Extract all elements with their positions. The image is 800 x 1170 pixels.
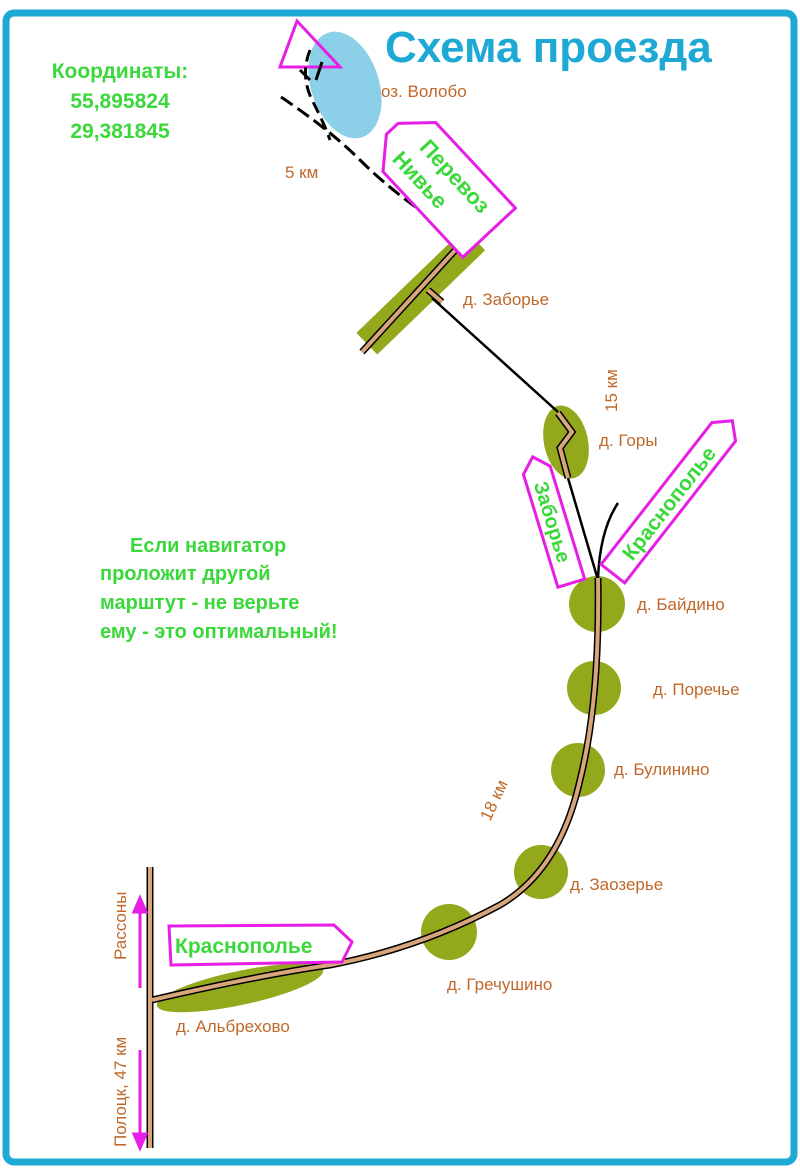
lake-volobo (308, 31, 382, 139)
note-line: проложит другой (100, 563, 271, 585)
sign-krasnopolye-lower: Краснополье (167, 923, 354, 967)
note-line: Если навигатор (130, 535, 286, 557)
label-grechushino: д. Гречушино (447, 975, 552, 994)
longitude: 29,381845 (70, 120, 170, 143)
direction-north: Рассоны (111, 892, 130, 960)
track-fork (298, 61, 324, 82)
arrow-up-icon (131, 894, 149, 914)
coordinates-label: Координаты: (52, 60, 189, 83)
main-roads (146, 207, 602, 1148)
map-frame (2, 9, 798, 1166)
distance-ferry: 5 км (285, 163, 318, 182)
label-porechye: д. Поречье (653, 680, 740, 699)
note-line: ему - это оптимальный! (100, 621, 338, 643)
label-bulinino: д. Булинино (614, 760, 709, 779)
navigator-note: Если навигатор проложит другой марштут -… (100, 535, 338, 643)
label-zaozerye: д. Заозерье (570, 875, 663, 894)
note-line: марштут - не верьте (100, 592, 299, 614)
direction-south: Полоцк, 47 км (111, 1037, 130, 1147)
village-bulinino (551, 743, 605, 797)
sign-krasnopolye-upper-text: Краснополье (618, 442, 721, 564)
label-baidino: д. Байдино (637, 595, 725, 614)
direction-arrows (131, 894, 149, 1152)
arrow-down-icon (131, 1132, 149, 1152)
minor-roads (431, 297, 620, 581)
sign-ferry: Перевоз Нивье (381, 121, 518, 260)
sign-krasnopolye-lower-text: Краснополье (175, 935, 312, 958)
distance-main: 18 км (476, 777, 511, 824)
latitude: 55,895824 (70, 90, 170, 113)
coordinates: Координаты: 55,895824 29,381845 (52, 60, 189, 143)
map-title: Схема проезда (385, 23, 712, 72)
label-gory: д. Горы (599, 431, 658, 450)
destination-triangle-icon (277, 18, 344, 69)
label-albrekhovo: д. Альбрехово (176, 1017, 290, 1036)
distance-gory: 15 км (602, 369, 621, 412)
label-lake: оз. Волобо (381, 82, 467, 101)
label-zaborye: д. Заборье (463, 290, 549, 309)
